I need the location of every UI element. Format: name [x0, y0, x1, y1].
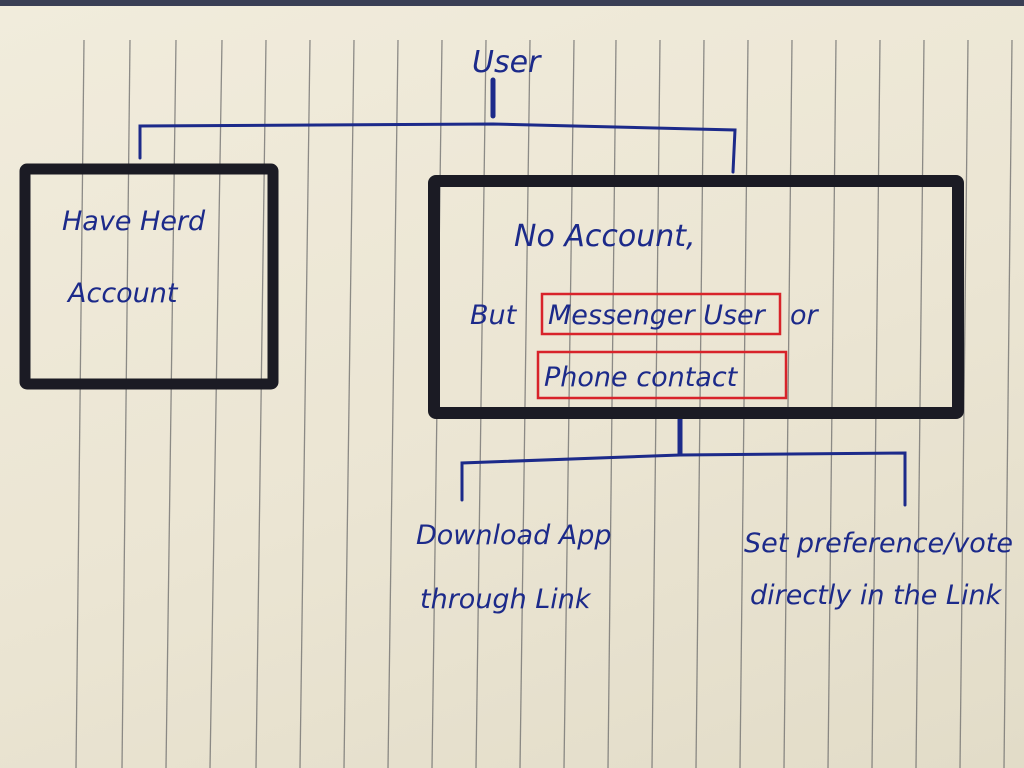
ruled-line [343, 39, 355, 768]
set-preference-line2: directly in the Link [750, 580, 1003, 611]
have-account-line1: Have Herd [62, 206, 206, 237]
have-account-line2: Account [66, 278, 179, 309]
ruled-line [75, 39, 85, 768]
ruled-line [563, 39, 575, 768]
ruled-lines [75, 39, 1013, 768]
no-account-line1: No Account, [514, 219, 696, 254]
ruled-line [255, 39, 267, 768]
ruled-line [827, 39, 837, 768]
no-account-box [428, 175, 964, 419]
ruled-line [121, 39, 131, 768]
phone-contact-label: Phone contact [544, 362, 739, 393]
download-app-line1: Download App [416, 520, 612, 551]
connector-top-bracket [138, 122, 737, 174]
ruled-line [607, 39, 617, 768]
ruled-line [519, 39, 531, 768]
ruled-line [1003, 39, 1013, 768]
ruled-line [739, 39, 749, 768]
ruled-line [387, 39, 399, 768]
background-strip [0, 0, 1024, 6]
ruled-line [695, 39, 705, 768]
messenger-user-highlight [540, 292, 782, 336]
ruled-line [209, 39, 223, 768]
ruled-line [915, 39, 925, 768]
set-preference-line1: Set preference/vote [744, 528, 1013, 559]
phone-contact-highlight [536, 350, 788, 400]
ruled-line [783, 39, 793, 768]
user-label: User [472, 45, 542, 80]
or-label: or [790, 300, 820, 331]
ruled-line [299, 39, 311, 768]
ruled-line [475, 39, 487, 768]
but-label: But [470, 300, 518, 331]
ruled-line [165, 39, 177, 768]
connector-bottom-bracket [460, 451, 907, 507]
download-app-line2: through Link [420, 584, 592, 615]
ruled-line [651, 39, 661, 768]
have-account-box [19, 163, 279, 390]
messenger-user-label: Messenger User [548, 300, 767, 331]
ruled-line [871, 39, 881, 768]
